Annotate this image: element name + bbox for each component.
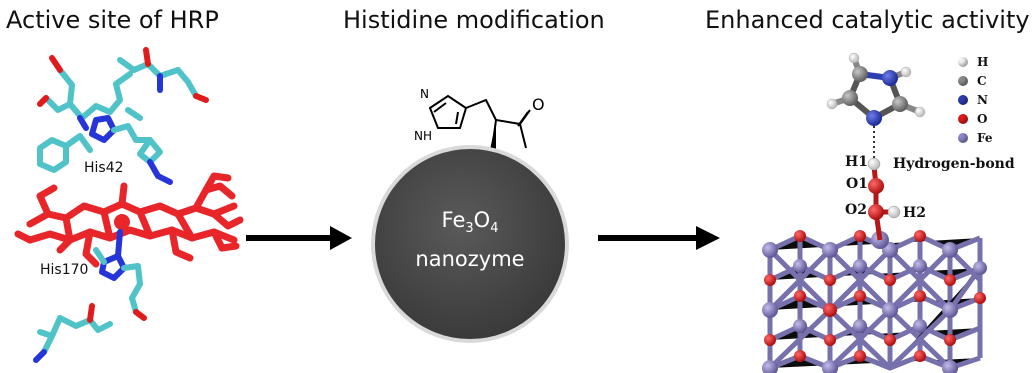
label-his42: His42 (84, 160, 124, 176)
fe3o4-nanoparticle (371, 145, 569, 343)
label-his170: His170 (40, 262, 89, 278)
nanozyme-label: Fe3O4 nanozyme (400, 205, 540, 274)
label-h2: H2 (903, 205, 926, 221)
formula-fe3o4: Fe3O4 (441, 208, 499, 237)
carbonyl-o-label: O (532, 95, 545, 114)
title-histidine-modification: Histidine modification (343, 6, 605, 34)
legend-dot (958, 94, 968, 105)
legend-dot (958, 113, 968, 124)
label-hydrogen-bond: Hydrogen-bond (893, 156, 1015, 172)
ring-nh-label: NH (414, 129, 432, 143)
atom-legend: H C N O Fe (958, 52, 993, 147)
legend-dot (958, 132, 968, 143)
label-o1: O1 (846, 176, 868, 192)
label-h1: H1 (845, 154, 868, 170)
hrp-active-site-structure (14, 47, 244, 363)
title-active-site: Active site of HRP (6, 6, 219, 34)
ball-and-stick-model (762, 52, 987, 373)
atom-h1 (867, 157, 881, 171)
legend-dot (958, 75, 968, 86)
legend-item-c: C (958, 71, 993, 90)
histidine-skeletal-formula (428, 94, 531, 151)
title-enhanced-activity: Enhanced catalytic activity (705, 6, 1030, 34)
label-o2: O2 (845, 202, 867, 218)
legend-item-fe: Fe (958, 128, 993, 147)
nanozyme-name: nanozyme (415, 247, 525, 272)
legend-item-h: H (958, 52, 993, 71)
ring-n-label-top: N (420, 87, 429, 101)
arrow-middle-to-right (598, 226, 720, 250)
atom-h2 (887, 205, 901, 219)
legend-item-o: O (958, 109, 993, 128)
atom-o1 (868, 178, 884, 194)
legend-dot (958, 56, 968, 67)
arrow-left-to-middle (246, 226, 352, 250)
legend-item-n: N (958, 90, 993, 109)
atom-o2 (868, 204, 884, 220)
